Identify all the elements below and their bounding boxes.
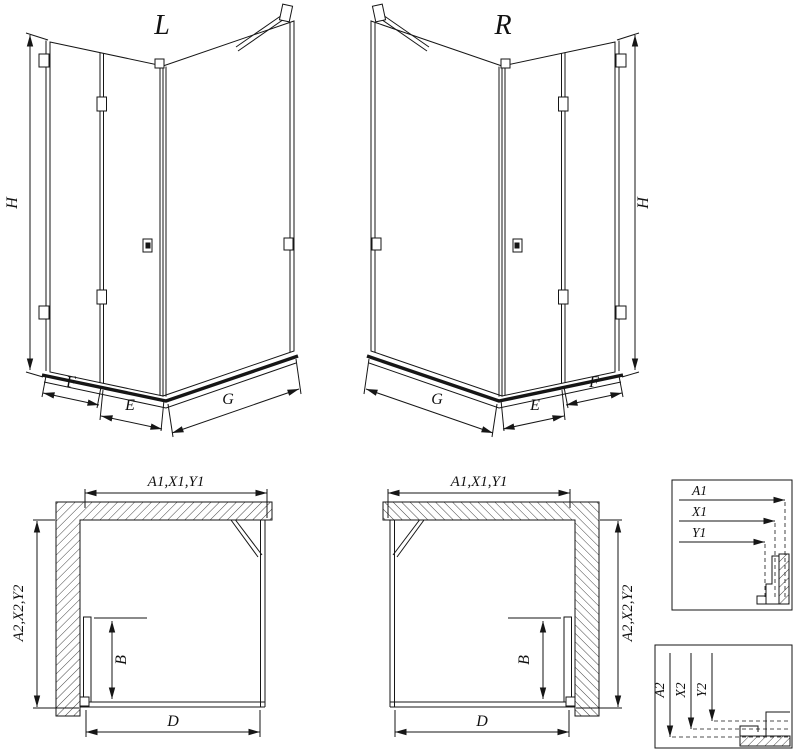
- dim-label-depth-left: A2,X2,Y2: [11, 584, 27, 642]
- dim-label-f-left: F: [65, 374, 76, 391]
- dim-label-d-right: D: [475, 713, 488, 730]
- iso-right-linework: [364, 4, 639, 437]
- profile-outline: [756, 555, 779, 605]
- detail-label-x1: X1: [691, 504, 707, 519]
- detail-horizontal-offsets: A1 X1 Y1: [671, 479, 793, 611]
- iso-right-drawing: R H F E G: [364, 4, 652, 437]
- dim-label-b-right: B: [516, 655, 533, 665]
- detail-label-a1: A1: [691, 483, 707, 498]
- detail-vertical-offsets: A2 X2 Y2: [652, 644, 793, 749]
- variant-label-left: L: [153, 10, 170, 41]
- dim-label-e-left: E: [124, 397, 135, 414]
- dim-label-f-right: F: [588, 374, 599, 391]
- dim-label-h-right: H: [635, 196, 652, 210]
- plan-right-drawing: A1,X1,Y1 A2,X2,Y2 B D: [383, 474, 636, 737]
- detail-label-y1: Y1: [692, 525, 706, 540]
- variant-label-right: R: [493, 10, 511, 41]
- dim-label-e-right: E: [529, 397, 540, 414]
- detail-label-y2: Y2: [694, 683, 709, 698]
- dim-label-g-right: G: [431, 391, 443, 408]
- dim-label-d-left: D: [166, 713, 179, 730]
- dim-label-width-right: A1,X1,Y1: [450, 474, 508, 490]
- iso-left-drawing: L H F E G: [4, 4, 301, 437]
- detail-box: [671, 479, 793, 611]
- wall-profile-section: [778, 553, 790, 605]
- plan-right-linework: [383, 489, 622, 737]
- detail-label-a2: A2: [652, 682, 667, 698]
- dim-label-width-left: A1,X1,Y1: [147, 474, 205, 490]
- dim-label-g-left: G: [222, 391, 234, 408]
- dim-label-h-left: H: [4, 196, 21, 210]
- iso-left-linework: [26, 4, 301, 437]
- profile-outline: [739, 711, 790, 736]
- dim-label-depth-right: A2,X2,Y2: [620, 584, 636, 642]
- plan-left-linework: [33, 489, 272, 737]
- detail-label-x2: X2: [673, 682, 688, 698]
- plan-left-drawing: A1,X1,Y1 A2,X2,Y2 B D: [11, 474, 272, 737]
- dim-label-b-left: B: [113, 655, 130, 665]
- detail-box: [654, 644, 793, 749]
- wall-profile-section: [739, 735, 791, 747]
